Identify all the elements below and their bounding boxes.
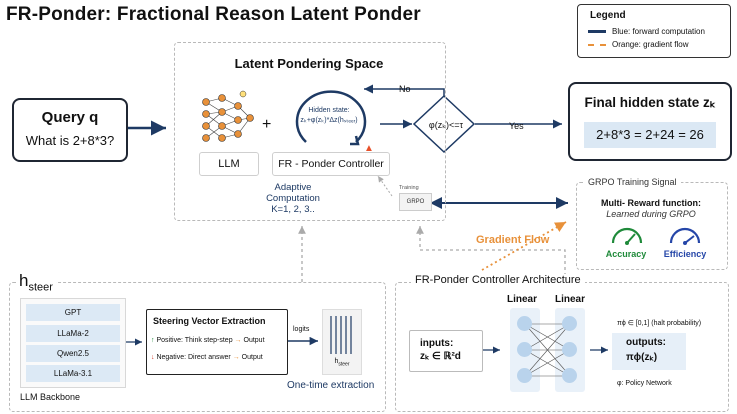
network-node xyxy=(562,316,577,331)
halt-probability-label: πϕ ∈ [0,1] (halt probability) xyxy=(617,320,702,327)
outputs-box: outputs: πϕ(zₖ) xyxy=(612,333,686,370)
hidden-state-text: Hidden state: zₖ+φ(zₖ)*Δz(hₛₜₑₑᵣ) xyxy=(289,106,369,126)
linear-label-2: Linear xyxy=(555,294,586,305)
yes-label: Yes xyxy=(509,121,524,131)
fire-icon: ▲ xyxy=(364,143,374,154)
grpo-title: GRPO Training Signal xyxy=(584,177,681,187)
right-arrow-icon: → xyxy=(232,354,240,361)
linear-label-1: Linear xyxy=(507,294,538,305)
legend-title: Legend xyxy=(590,10,626,21)
steering-vector-extraction-box: Steering Vector Extraction ↑ Positive: T… xyxy=(146,309,288,375)
decision-condition: φ(zₖ)<=τ xyxy=(428,120,464,130)
adaptive-line2: K=1, 2, 3.. xyxy=(271,204,315,215)
query-text: What is 2+8*3? xyxy=(25,133,115,148)
network-node xyxy=(517,342,532,357)
arrow-controller-to-latent xyxy=(416,226,566,282)
no-label: No xyxy=(399,84,411,94)
llm-backbone-label: LLM Backbone xyxy=(20,392,81,402)
query-title: Query q xyxy=(41,109,99,126)
decision-diamond xyxy=(412,94,476,154)
page-title: FR-Ponder: Fractional Reason Latent Pond… xyxy=(6,4,421,25)
positive-text: Positive: Think step-step xyxy=(156,337,233,344)
hsteer-section xyxy=(9,282,386,412)
logits-label: logits xyxy=(293,326,310,333)
negative-output: Output xyxy=(241,354,263,361)
legend-blue-swatch xyxy=(588,30,606,33)
brain-network-icon xyxy=(202,90,254,142)
plus-sign: + xyxy=(262,116,272,133)
positive-output: Output xyxy=(243,337,265,344)
inputs-line1: inputs: xyxy=(420,338,454,349)
llm-label: LLM xyxy=(199,152,259,176)
final-value: 2+8*3 = 2+24 = 26 xyxy=(584,122,716,148)
hsteer-card-label: hsteer xyxy=(323,358,361,367)
outputs-line2: πϕ(zₖ) xyxy=(626,352,658,363)
network-node xyxy=(517,316,532,331)
inputs-box: inputs: zₖ ∈ ℝ²d xyxy=(409,330,483,372)
ponder-loop-icon xyxy=(295,90,367,146)
final-hidden-state-box: Final hidden state zₖ 2+8*3 = 2+24 = 26 xyxy=(568,82,732,161)
adaptive-line1: Adaptive Computation xyxy=(266,182,320,204)
legend-blue-row: Blue: forward computation xyxy=(588,27,705,36)
right-arrow-icon: → xyxy=(234,337,242,344)
negative-row: ↓ Negative: Direct answer → Output xyxy=(151,354,263,361)
llm-item-gpt: GPT xyxy=(26,304,120,321)
grpo-small-box: GRPO xyxy=(399,193,432,211)
controller-architecture-title: FR-Ponder Controller Architecture xyxy=(411,274,585,286)
gradient-flow-arrow xyxy=(481,221,567,271)
hidden-state-title: Hidden state: xyxy=(308,107,350,114)
llm-backbone-list: GPT LLaMa-2 Qwen2.5 LLaMa-3.1 xyxy=(20,298,126,388)
llm-item-qwen: Qwen2.5 xyxy=(26,345,120,362)
hsteer-title: hsteer xyxy=(16,271,56,294)
negative-text: Negative: Direct answer xyxy=(156,354,231,361)
accuracy-label: Accuracy xyxy=(605,249,647,259)
hsteer-card-sub: steer xyxy=(338,361,350,368)
accuracy-gauge-icon xyxy=(611,227,643,245)
outputs-line1: outputs: xyxy=(626,337,666,348)
hsteer-title-sub: steer xyxy=(28,281,53,294)
llm-item-llama31: LLaMa-3.1 xyxy=(26,365,120,382)
efficiency-label: Efficiency xyxy=(663,249,707,259)
extraction-title: Steering Vector Extraction xyxy=(153,316,266,326)
down-arrow-icon: ↓ xyxy=(151,354,155,361)
grpo-subtitle1: Multi- Reward function: xyxy=(601,198,701,208)
legend-blue-label: Blue: forward computation xyxy=(612,27,705,36)
controller-label: FR - Ponder Controller xyxy=(272,152,390,176)
vector-lines-icon xyxy=(330,316,352,354)
latent-pondering-space xyxy=(174,42,446,221)
network-node xyxy=(562,342,577,357)
arrow-grpo-to-controller xyxy=(377,175,393,197)
network-node xyxy=(517,368,532,383)
up-arrow-icon: ↑ xyxy=(151,337,155,344)
legend-orange-swatch xyxy=(588,43,606,46)
inputs-line2: zₖ ∈ ℝ²d xyxy=(420,351,461,362)
positive-row: ↑ Positive: Think step-step → Output xyxy=(151,337,265,344)
final-title: Final hidden state zₖ xyxy=(584,95,716,110)
legend: Legend Blue: forward computation Orange:… xyxy=(577,4,731,58)
hsteer-title-main: h xyxy=(19,271,29,290)
legend-orange-row: Orange: gradient flow xyxy=(588,40,689,49)
latent-space-title: Latent Pondering Space xyxy=(234,56,384,71)
llm-item-llama2: LLaMa-2 xyxy=(26,325,120,342)
hsteer-card: hsteer xyxy=(322,309,362,375)
hidden-state-formula: zₖ+φ(zₖ)*Δz(hₛₜₑₑᵣ) xyxy=(300,117,358,124)
network-node xyxy=(562,368,577,383)
training-label: Training xyxy=(399,185,419,191)
policy-network-label: φ: Policy Network xyxy=(617,380,672,387)
grpo-subtitle2: Learned during GRPO xyxy=(606,209,696,219)
legend-orange-label: Orange: gradient flow xyxy=(612,40,689,49)
arrow-no-loop xyxy=(364,84,445,96)
efficiency-gauge-icon xyxy=(669,227,701,245)
gradient-flow-label: Gradient Flow xyxy=(476,234,550,246)
adaptive-computation: Adaptive Computation K=1, 2, 3.. xyxy=(248,182,338,215)
one-time-extraction-label: One-time extraction xyxy=(287,380,375,391)
query-box: Query q What is 2+8*3? xyxy=(12,98,128,162)
hsteer-card-main: h xyxy=(334,358,339,365)
